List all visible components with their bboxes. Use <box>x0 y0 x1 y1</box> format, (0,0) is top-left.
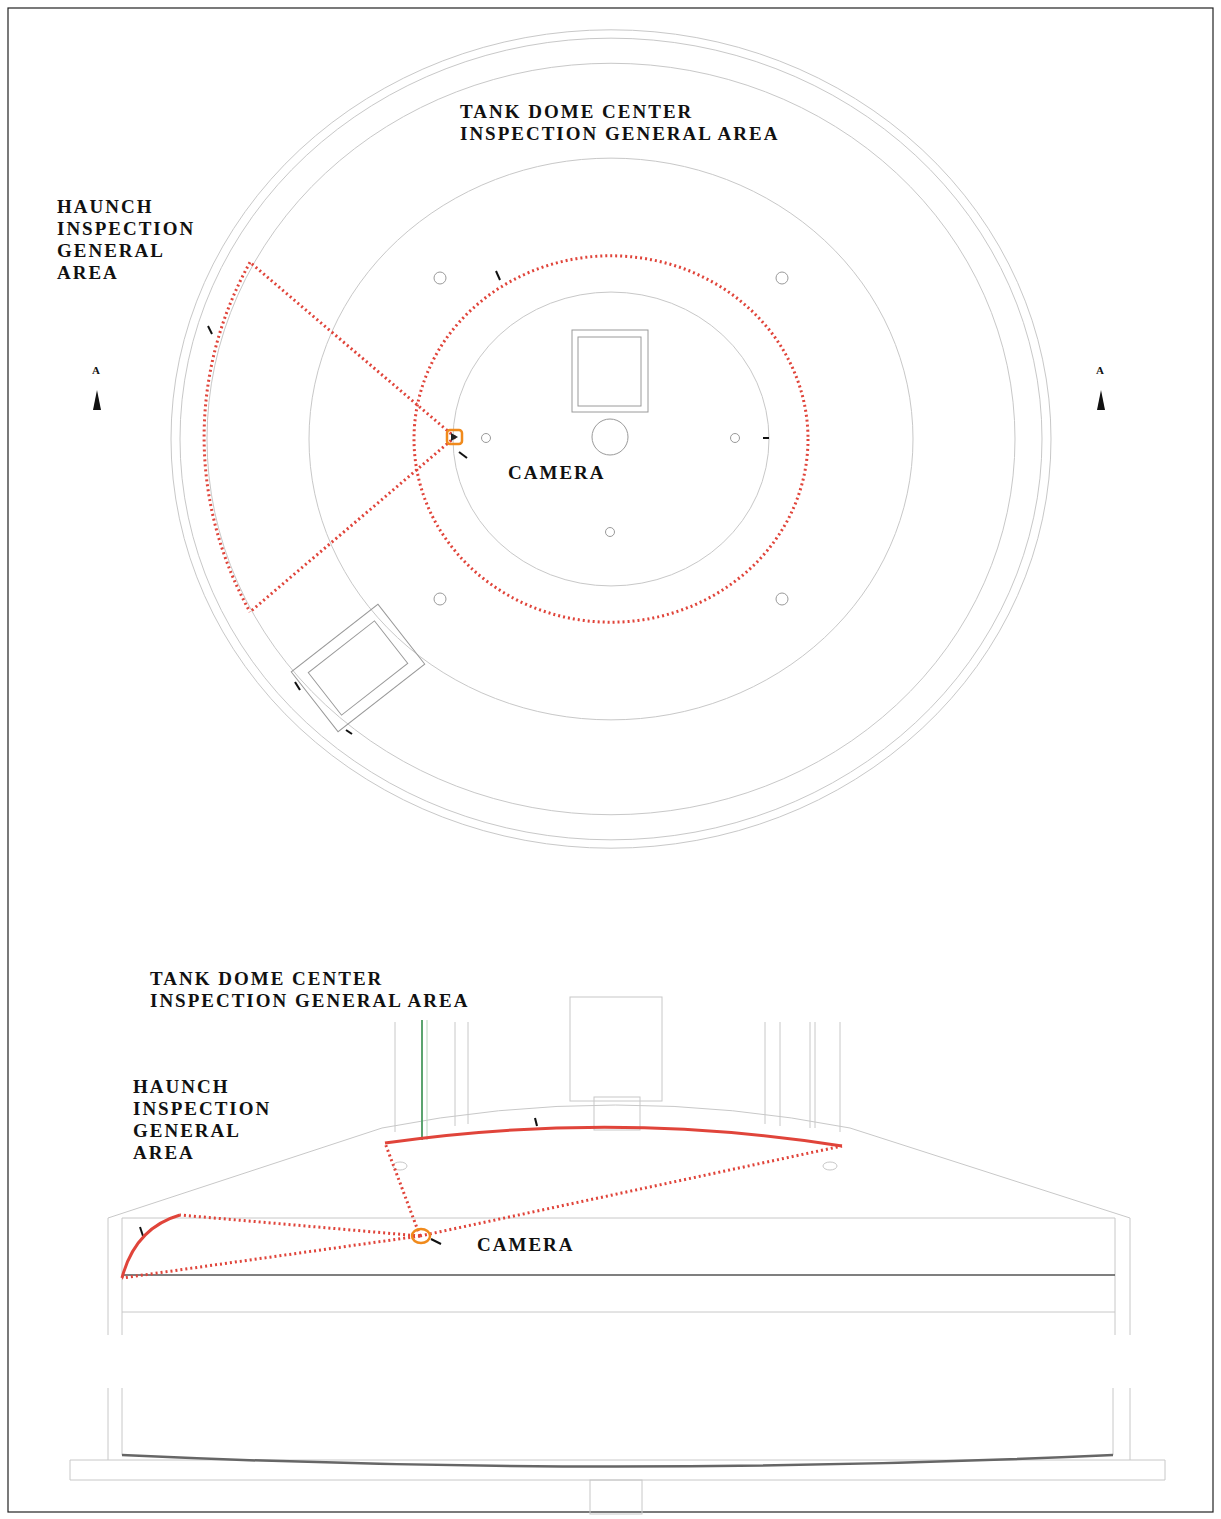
camera-symbol <box>412 1229 430 1243</box>
area-label: HAUNCH INSPECTION GENERAL AREA <box>133 1076 288 1163</box>
section-view <box>70 997 1165 1514</box>
camera-symbol <box>447 430 462 444</box>
tank-bottom <box>122 1455 1113 1467</box>
camera-label: CAMERA <box>508 462 606 484</box>
plan-ticks <box>208 271 769 734</box>
frame <box>8 8 1213 1512</box>
riser-line <box>427 1020 428 1140</box>
dome-center-area <box>414 256 808 622</box>
area-label: TANK DOME CENTER INSPECTION GENERAL AREA <box>460 101 812 145</box>
section-arrow <box>1097 390 1105 410</box>
section-marker: A <box>1096 364 1104 377</box>
plan-fittings <box>291 272 788 732</box>
section-marker: A <box>92 364 100 377</box>
plan-view <box>171 30 1051 848</box>
section-arrow <box>93 390 101 410</box>
area-label: TANK DOME CENTER INSPECTION GENERAL AREA <box>150 968 502 1012</box>
tank-top-line <box>122 1274 1115 1276</box>
area-label: HAUNCH INSPECTION GENERAL AREA <box>57 196 212 283</box>
section-inspection-areas <box>122 1127 842 1278</box>
camera-label: CAMERA <box>477 1234 575 1256</box>
riser-line <box>421 1020 423 1140</box>
camera-symbol <box>451 433 458 441</box>
haunch-sector <box>204 262 455 612</box>
